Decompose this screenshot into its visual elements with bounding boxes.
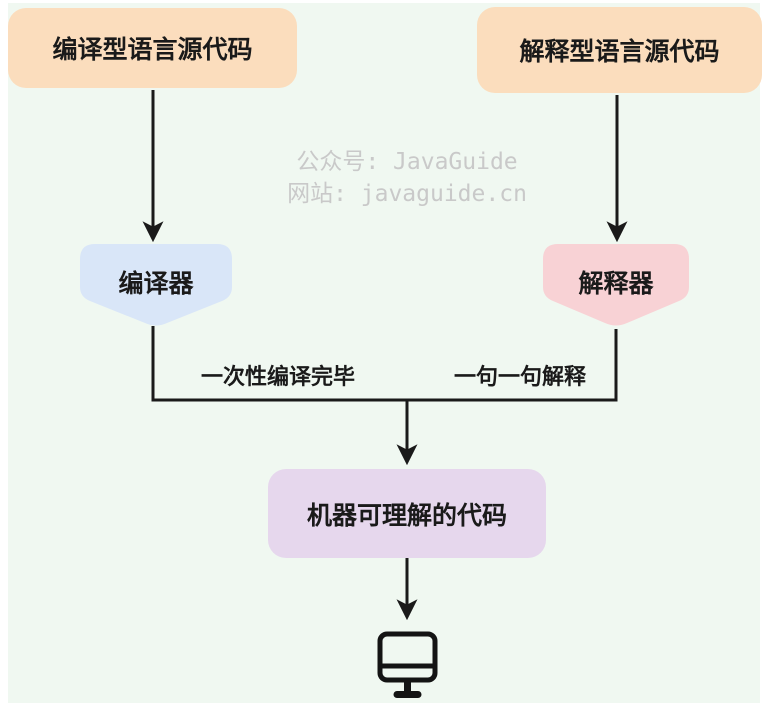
watermark: 公众号: JavaGuide 网站: javaguide.cn [207,146,607,210]
edge-label-interpret-line-by-line: 一句一句解释 [453,365,586,390]
compiler-node-label: 编译器 [118,269,194,298]
machine-code-node: 机器可理解的代码 [268,469,546,558]
interpreter-node-label: 解释器 [578,269,654,298]
interpreted-source-node: 解释型语言源代码 [477,7,762,93]
watermark-line2: 网站: javaguide.cn [287,181,527,207]
canvas-background [8,3,760,703]
watermark-line1: 公众号: JavaGuide [296,149,518,175]
compiled-source-node: 编译型语言源代码 [8,8,297,88]
edge-label-compile-once: 一次性编译完毕 [200,365,355,390]
